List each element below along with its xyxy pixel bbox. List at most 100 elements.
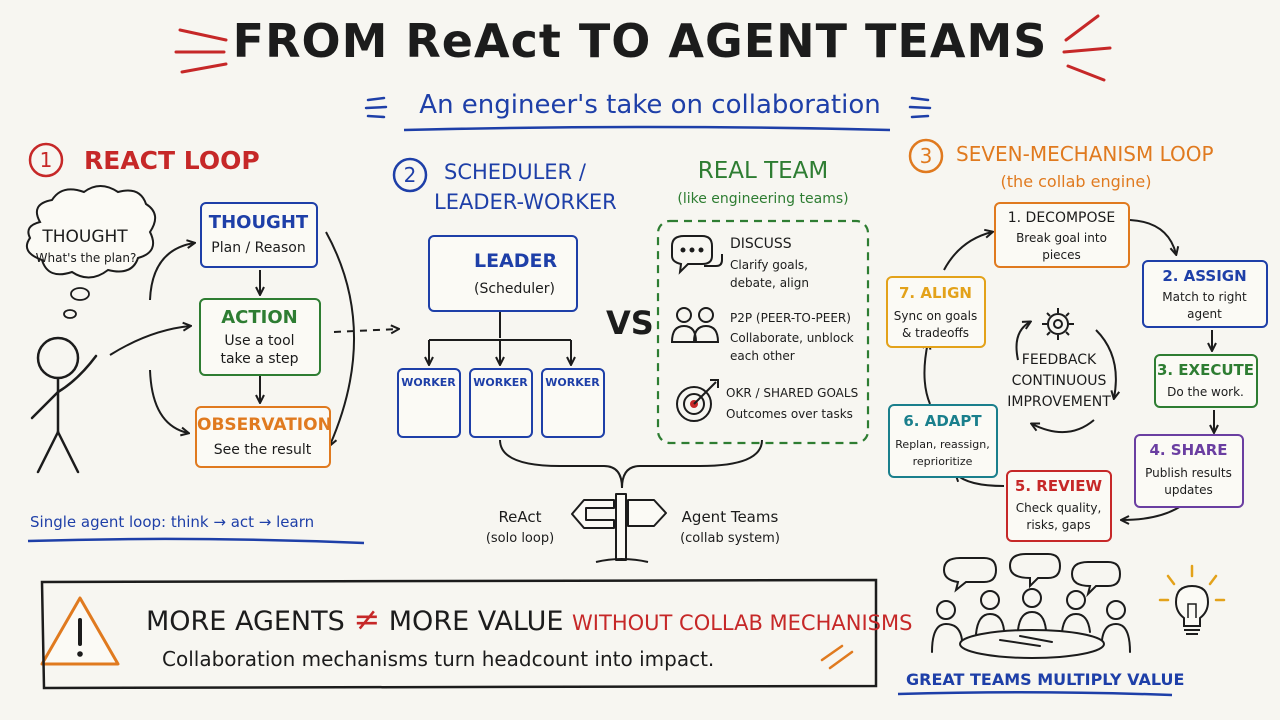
mechanism-align-line-1: Sync on goals — [893, 309, 978, 323]
mechanism-decompose-line-2: pieces — [1042, 248, 1081, 262]
section-3-circle — [908, 138, 944, 174]
thought-cloud — [26, 185, 157, 279]
section-1-circle — [28, 142, 64, 178]
mechanism-review-line-1: Check quality, — [1015, 501, 1102, 515]
discuss-line-1: Clarify goals, — [730, 258, 808, 272]
banner-accent-marks — [820, 644, 854, 670]
gear-icon — [1042, 308, 1074, 340]
chat-bubbles-icon — [671, 235, 723, 275]
mechanism-review-title: 5. REVIEW — [1014, 477, 1103, 495]
thought-box: THOUGHT Plan / Reason — [200, 202, 318, 268]
p2p-line-2: each other — [730, 349, 795, 363]
p2p-title: P2P (PEER-TO-PEER) — [730, 311, 851, 325]
discuss-line-2: debate, align — [730, 276, 809, 290]
action-line-2: take a step — [220, 351, 299, 367]
signpost-left-title: ReAct — [498, 508, 542, 526]
two-people-icon — [670, 307, 720, 343]
worker-box-2: WORKER — [469, 368, 533, 438]
leader-text: (Scheduler) — [474, 281, 556, 297]
banner-headline: MORE AGENTS ≠ MORE VALUE WITHOUT COLLAB … — [146, 600, 912, 638]
mechanism-adapt: 6. ADAPT Replan, reassign, reprioritize — [888, 404, 998, 478]
section-2-heading-line-1: SCHEDULER / — [444, 160, 586, 184]
mechanism-execute-title: 3. EXECUTE — [1156, 361, 1255, 379]
versus-label: VS — [606, 304, 654, 342]
section-2-circle — [392, 157, 428, 193]
p2p-line-1: Collaborate, unblock — [730, 331, 854, 345]
mechanism-review-line-2: risks, gaps — [1026, 518, 1091, 532]
banner-subline: Collaboration mechanisms turn headcount … — [162, 647, 715, 671]
worker-label: WORKER — [545, 376, 600, 389]
okr-title: OKR / SHARED GOALS — [726, 386, 859, 400]
mechanism-assign-title: 2. ASSIGN — [1162, 267, 1247, 285]
section-2-number: 2 — [403, 163, 417, 187]
lightbulb-icon — [1158, 564, 1226, 635]
okr-text: Outcomes over tasks — [726, 407, 853, 421]
thought-bubble-text: What's the plan? — [35, 251, 137, 265]
section-2-heading-line-2: LEADER-WORKER — [434, 190, 617, 214]
mechanism-decompose-line-1: Break goal into — [1016, 231, 1107, 245]
observation-box: OBSERVATION See the result — [195, 406, 332, 468]
mechanism-align: 7. ALIGN Sync on goals & tradeoffs — [886, 276, 986, 348]
mechanism-assign-line-1: Match to right — [1162, 290, 1247, 304]
mechanism-adapt-title: 6. ADAPT — [903, 412, 982, 430]
real-team-subheading: (like engineering teams) — [677, 191, 849, 207]
thought-text: Plan / Reason — [211, 240, 306, 256]
section-3-subheading: (the collab engine) — [1000, 172, 1152, 191]
mechanism-adapt-line-2: reprioritize — [912, 455, 973, 468]
caption-underline — [27, 537, 365, 545]
react-caption: Single agent loop: think → act → learn — [30, 513, 315, 531]
mechanism-align-title: 7. ALIGN — [899, 284, 972, 302]
mechanism-execute-line-1: Do the work. — [1167, 385, 1244, 399]
mechanism-decompose-title: 1. DECOMPOSE — [1007, 210, 1116, 226]
worker-label: WORKER — [473, 376, 528, 389]
signpost-left-sub: (solo loop) — [485, 531, 555, 546]
subtitle-underline — [403, 125, 891, 132]
discuss-title: DISCUSS — [730, 236, 792, 252]
signpost-right-title: Agent Teams — [681, 508, 779, 526]
footer-underline — [897, 690, 1173, 697]
mechanism-align-line-2: & tradeoffs — [901, 326, 970, 340]
thought-title: THOUGHT — [208, 212, 309, 233]
action-title: ACTION — [221, 307, 298, 328]
thought-bubble-title: THOUGHT — [42, 227, 128, 247]
banner-not-equal: ≠ — [353, 600, 381, 638]
mechanism-adapt-line-1: Replan, reassign, — [895, 438, 990, 451]
mechanism-assign: 2. ASSIGN Match to right agent — [1142, 260, 1268, 328]
mechanism-share-line-2: updates — [1164, 483, 1213, 497]
signpost-icon — [571, 493, 667, 563]
banner-part-2: MORE VALUE — [388, 606, 564, 637]
page-subtitle: An engineer's take on collaboration — [419, 90, 881, 120]
subtitle-accent-marks — [364, 96, 932, 119]
banner-part-1: MORE AGENTS — [146, 606, 345, 637]
target-icon — [676, 379, 719, 422]
mechanism-assign-line-2: agent — [1187, 307, 1222, 321]
leader-title: LEADER — [474, 250, 558, 272]
feedback-label-1: FEEDBACK — [1021, 352, 1097, 368]
worker-box-1: WORKER — [397, 368, 461, 438]
observation-text: See the result — [213, 442, 312, 458]
worker-label: WORKER — [401, 376, 456, 389]
leader-box: LEADER (Scheduler) — [428, 235, 578, 312]
feedback-label-2: CONTINUOUS — [1011, 373, 1107, 389]
section-3-heading: SEVEN-MECHANISM LOOP — [956, 142, 1214, 166]
mechanism-decompose: 1. DECOMPOSE Break goal into pieces — [994, 202, 1130, 268]
mechanism-share-line-1: Publish results — [1145, 466, 1232, 480]
banner-frame — [40, 578, 878, 690]
mechanism-share-title: 4. SHARE — [1149, 441, 1228, 459]
real-team-heading: REAL TEAM — [697, 158, 829, 184]
mechanism-review: 5. REVIEW Check quality, risks, gaps — [1006, 470, 1112, 542]
worker-box-3: WORKER — [541, 368, 605, 438]
footer-slogan: GREAT TEAMS MULTIPLY VALUE — [906, 670, 1185, 689]
title-accent-marks — [174, 14, 1112, 82]
signpost-right-sub: (collab system) — [680, 531, 780, 546]
action-line-1: Use a tool — [224, 333, 295, 349]
section-3-number: 3 — [919, 144, 933, 168]
banner-part-3: WITHOUT COLLAB MECHANISMS — [572, 611, 913, 635]
section-1-heading: REACT LOOP — [84, 146, 260, 175]
mechanism-execute: 3. EXECUTE Do the work. — [1154, 354, 1258, 408]
section-1-number: 1 — [39, 148, 53, 172]
stick-figure-icon — [30, 336, 98, 474]
page-title: FROM ReAct TO AGENT TEAMS — [232, 14, 1048, 68]
action-box: ACTION Use a tool take a step — [199, 298, 321, 376]
